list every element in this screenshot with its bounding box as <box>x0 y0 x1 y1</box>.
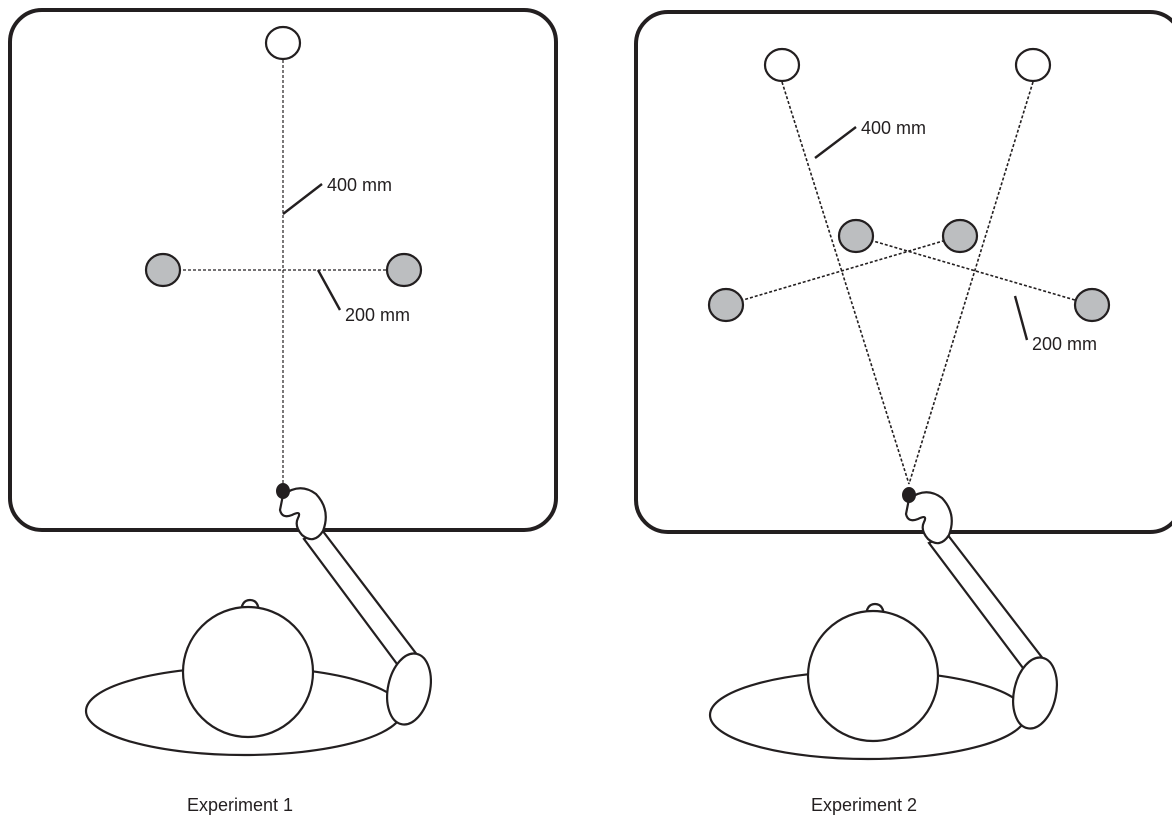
spacing-leader-2 <box>1013 295 1029 341</box>
right-radial-line-2 <box>908 81 1034 485</box>
inner-right-target-2 <box>941 218 979 254</box>
head-2 <box>806 609 940 743</box>
spacing-label-1: 200 mm <box>345 305 410 325</box>
far-left-target-2 <box>763 47 801 83</box>
head-1 <box>181 605 315 739</box>
arm-1 <box>302 528 420 670</box>
inner-left-target-2 <box>837 218 875 254</box>
left-radial-line-2 <box>781 81 910 485</box>
outer-left-target-2 <box>707 287 745 323</box>
right-target-1 <box>385 252 423 288</box>
stylus-tip-2 <box>902 487 916 503</box>
spacing-leader-1 <box>316 269 342 311</box>
distance-label-2: 400 mm <box>861 118 926 138</box>
spacing-label-2: 200 mm <box>1032 334 1097 354</box>
experiment-2-panel: 400 mm 200 mm Experiment 2 <box>634 10 1172 815</box>
caption-2: Experiment 2 <box>811 795 917 815</box>
participant-figure-2 <box>708 487 1058 761</box>
distance-leader-1 <box>282 183 323 215</box>
caption-1: Experiment 1 <box>187 795 293 815</box>
experiment-1-panel: 400 mm 200 mm Experiment 1 <box>8 8 558 815</box>
outer-right-target-2 <box>1073 287 1111 323</box>
left-target-1 <box>144 252 182 288</box>
workspace-board-2 <box>634 10 1172 534</box>
arm-2 <box>927 532 1046 674</box>
hand-1 <box>278 487 327 541</box>
distance-label-1: 400 mm <box>327 175 392 195</box>
hand-2 <box>904 491 953 545</box>
stylus-tip-1 <box>276 483 290 499</box>
participant-figure-1 <box>84 483 432 757</box>
elbow-2 <box>1012 656 1058 730</box>
distance-leader-2 <box>814 126 857 159</box>
left-cross-line-2 <box>725 235 961 306</box>
elbow-1 <box>386 652 432 726</box>
far-right-target-2 <box>1014 47 1052 83</box>
far-target-1 <box>264 25 302 61</box>
right-cross-line-2 <box>855 235 1093 306</box>
